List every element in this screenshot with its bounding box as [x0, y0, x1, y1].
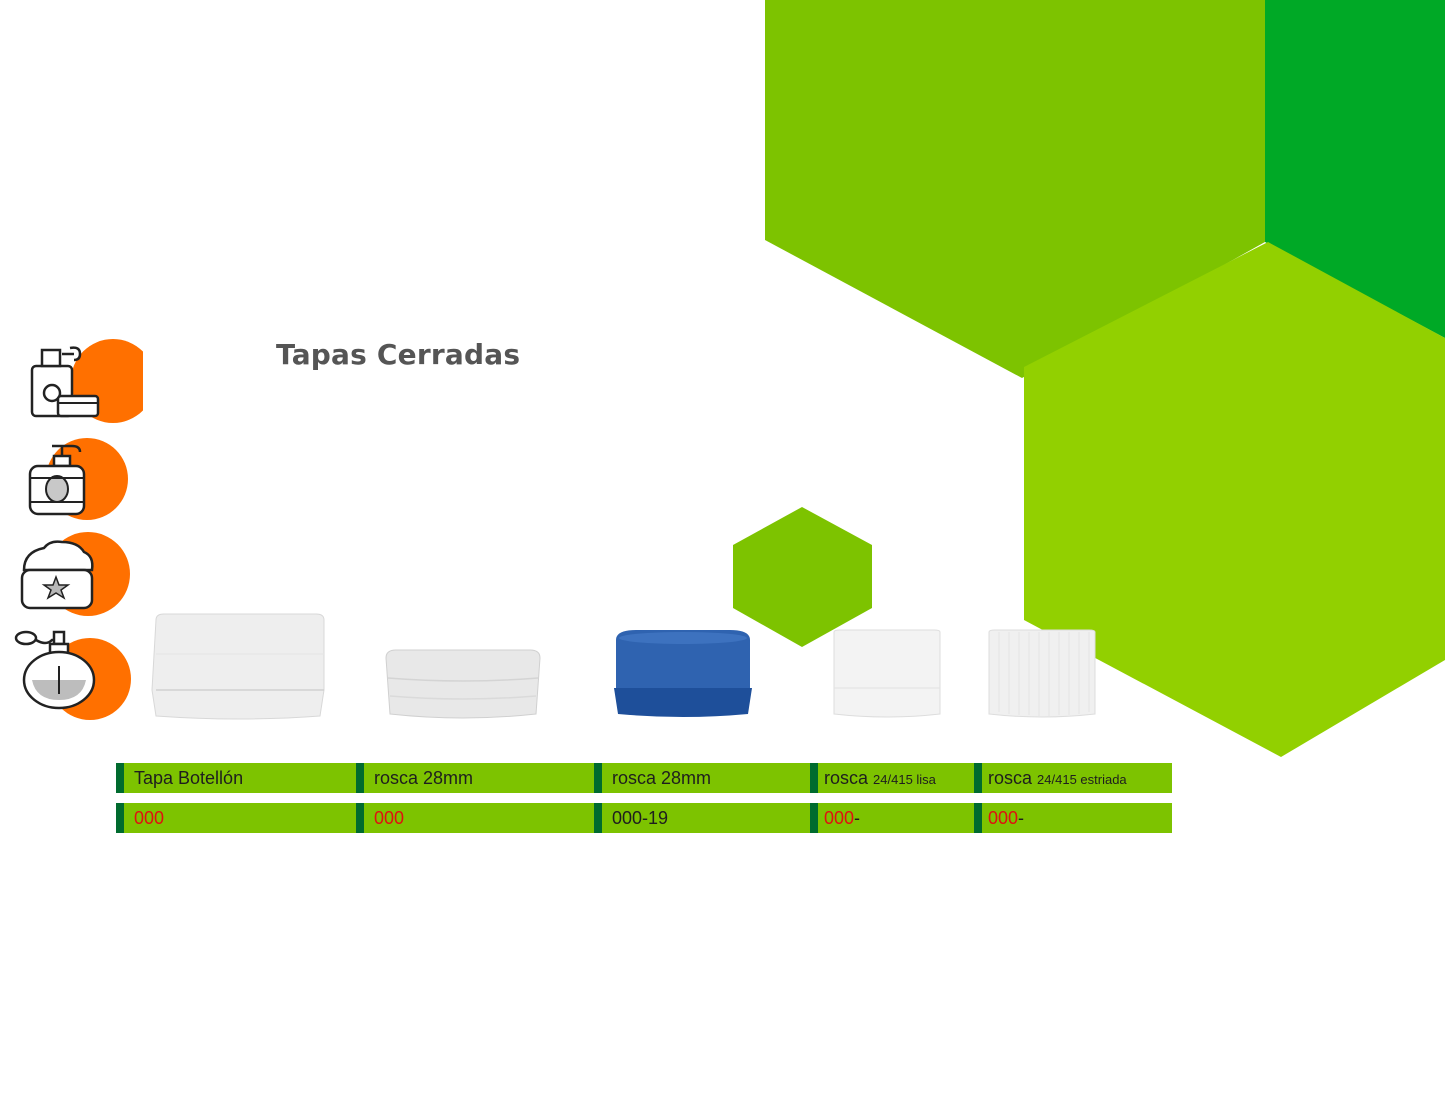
product-codes-band: 000 000 000-19 000- 000- [116, 803, 1172, 833]
product-image-rosca-28mm-clear [385, 649, 541, 719]
green-hexagon [765, 0, 1265, 378]
product-code-cell: 000 [356, 803, 594, 833]
product-name-detail: 24/415 lisa [873, 772, 936, 787]
product-code-suffix: - [1018, 808, 1025, 828]
product-code-cell: 000- [810, 803, 974, 833]
band-marker [356, 803, 364, 833]
band-marker [810, 803, 818, 833]
product-image-tapa-botellon [151, 613, 325, 720]
product-names-band: Tapa Botellón rosca 28mm rosca 28mm rosc… [116, 763, 1172, 793]
product-name-cell: rosca 28mm [356, 763, 594, 793]
perfume-atomizer-icon [14, 630, 131, 720]
band-marker [974, 763, 982, 793]
product-code: 000 [134, 808, 165, 828]
page-title: Tapas Cerradas [276, 338, 521, 371]
band-marker [594, 763, 602, 793]
product-name: Tapa Botellón [134, 768, 244, 788]
band-marker [974, 803, 982, 833]
product-name: rosca [824, 768, 874, 788]
product-name-cell: rosca 24/415 estriada [974, 763, 1172, 793]
product-code: 000 [988, 808, 1019, 828]
cream-jar-icon [20, 532, 130, 616]
band-marker [116, 763, 124, 793]
cosmetics-bottles-icon [30, 339, 143, 423]
product-name: rosca 28mm [612, 768, 712, 788]
band-marker [116, 803, 124, 833]
product-name-detail: 24/415 estriada [1037, 772, 1127, 787]
product-name-cell: Tapa Botellón [116, 763, 356, 793]
product-image-rosca-28mm-blue [614, 630, 752, 717]
band-marker [594, 803, 602, 833]
light-green-hexagon [1024, 242, 1445, 757]
product-code: 000 [824, 808, 855, 828]
product-code-cell: 000- [974, 803, 1172, 833]
dark-green-hexagon [1265, 0, 1445, 338]
band-marker [356, 763, 364, 793]
product-code-suffix: - [854, 808, 861, 828]
product-name-cell: rosca 24/415 lisa [810, 763, 974, 793]
product-code: 000 [374, 808, 405, 828]
product-code: 000-19 [612, 808, 669, 828]
soap-dispenser-icon [28, 438, 128, 520]
band-marker [810, 763, 818, 793]
product-image-rosca-24-415-lisa [833, 629, 941, 718]
small-green-hexagon [733, 507, 872, 647]
product-image-rosca-24-415-estriada [988, 629, 1096, 718]
product-code-cell: 000-19 [594, 803, 810, 833]
product-code-cell: 000 [116, 803, 356, 833]
product-name: rosca [988, 768, 1038, 788]
product-name: rosca 28mm [374, 768, 474, 788]
product-name-cell: rosca 28mm [594, 763, 810, 793]
